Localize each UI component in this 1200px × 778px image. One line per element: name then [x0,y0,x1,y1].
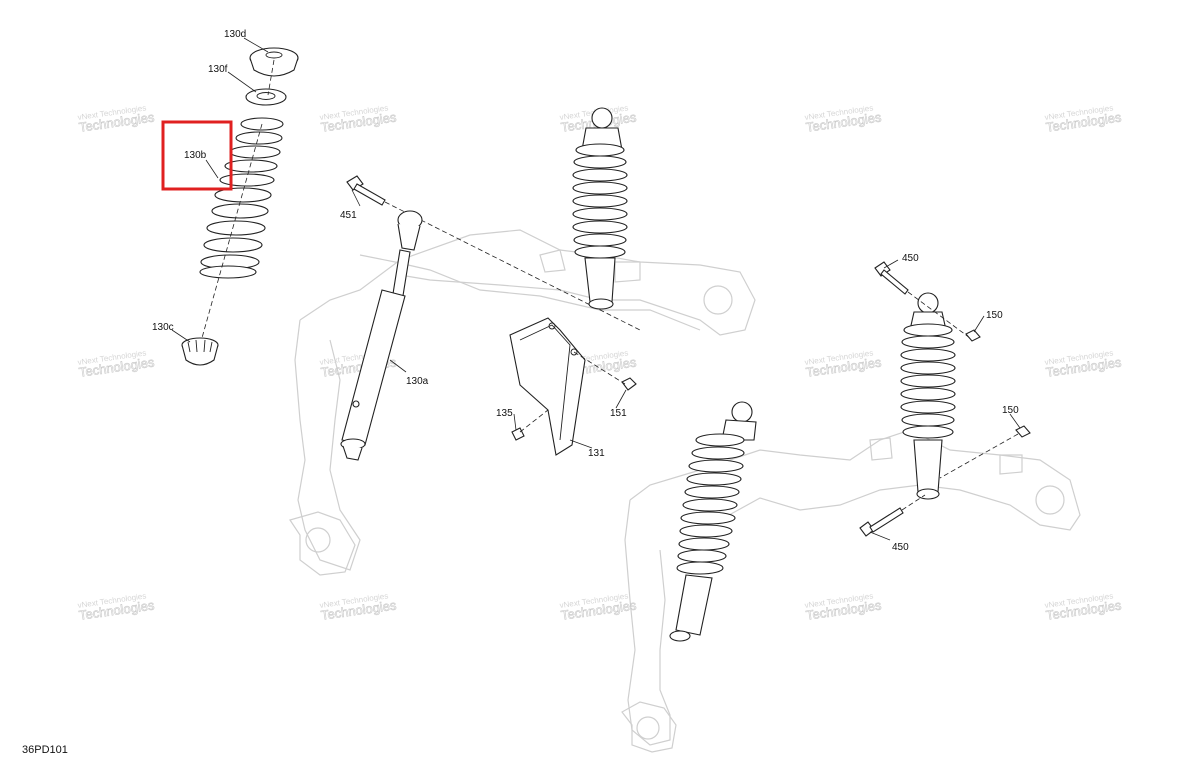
callout-labels: 130d 130f 130b 130c 451 130a 135 131 151… [152,29,1019,553]
axis-line-top [267,59,275,96]
callout-135[interactable]: 135 [496,408,513,419]
spring-stopper-130c[interactable] [181,337,219,366]
bracket-131[interactable] [509,317,586,456]
coil-spring-130b[interactable] [199,117,284,279]
ghost-frame-right [621,429,1081,753]
shock-assembly-right [900,292,956,500]
callout-130c[interactable]: 130c [152,322,174,333]
bolt-451[interactable] [346,175,386,206]
axis-line-450-top [907,291,971,339]
nut-150-right[interactable] [1015,425,1031,438]
axis-line-135 [519,409,549,433]
highlight-box-130b [161,120,233,191]
callout-131[interactable]: 131 [588,448,605,459]
shock-absorber-130a[interactable] [340,210,423,461]
spring-seat-130d[interactable] [249,47,299,77]
callout-150-top[interactable]: 150 [986,310,1003,321]
washer-130f[interactable] [245,88,287,106]
callout-130d[interactable]: 130d [224,29,246,40]
callout-130a[interactable]: 130a [406,376,429,387]
callout-451[interactable]: 451 [340,210,357,221]
axis-line-450-bottom [901,494,926,511]
nut-150-top[interactable] [965,329,981,342]
axis-line-151 [573,351,626,385]
diagram-code: 36PD101 [22,744,68,756]
callout-151[interactable]: 151 [610,408,627,419]
callout-450-bottom[interactable]: 450 [892,542,909,553]
callout-450-top[interactable]: 450 [902,253,919,264]
callout-130f[interactable]: 130f [208,64,228,75]
bolt-450-bottom[interactable] [859,507,904,537]
axis-line-150-right [939,433,1019,479]
bolt-450-top[interactable] [874,261,909,295]
leader-lines [171,37,1021,541]
axis-line-spring [199,123,263,346]
callout-150-right[interactable]: 150 [1002,405,1019,416]
nut-151[interactable] [621,377,637,391]
shock-assembly-lower [669,401,757,642]
callout-130b[interactable]: 130b [184,150,207,161]
shock-assembly-center [572,107,628,310]
